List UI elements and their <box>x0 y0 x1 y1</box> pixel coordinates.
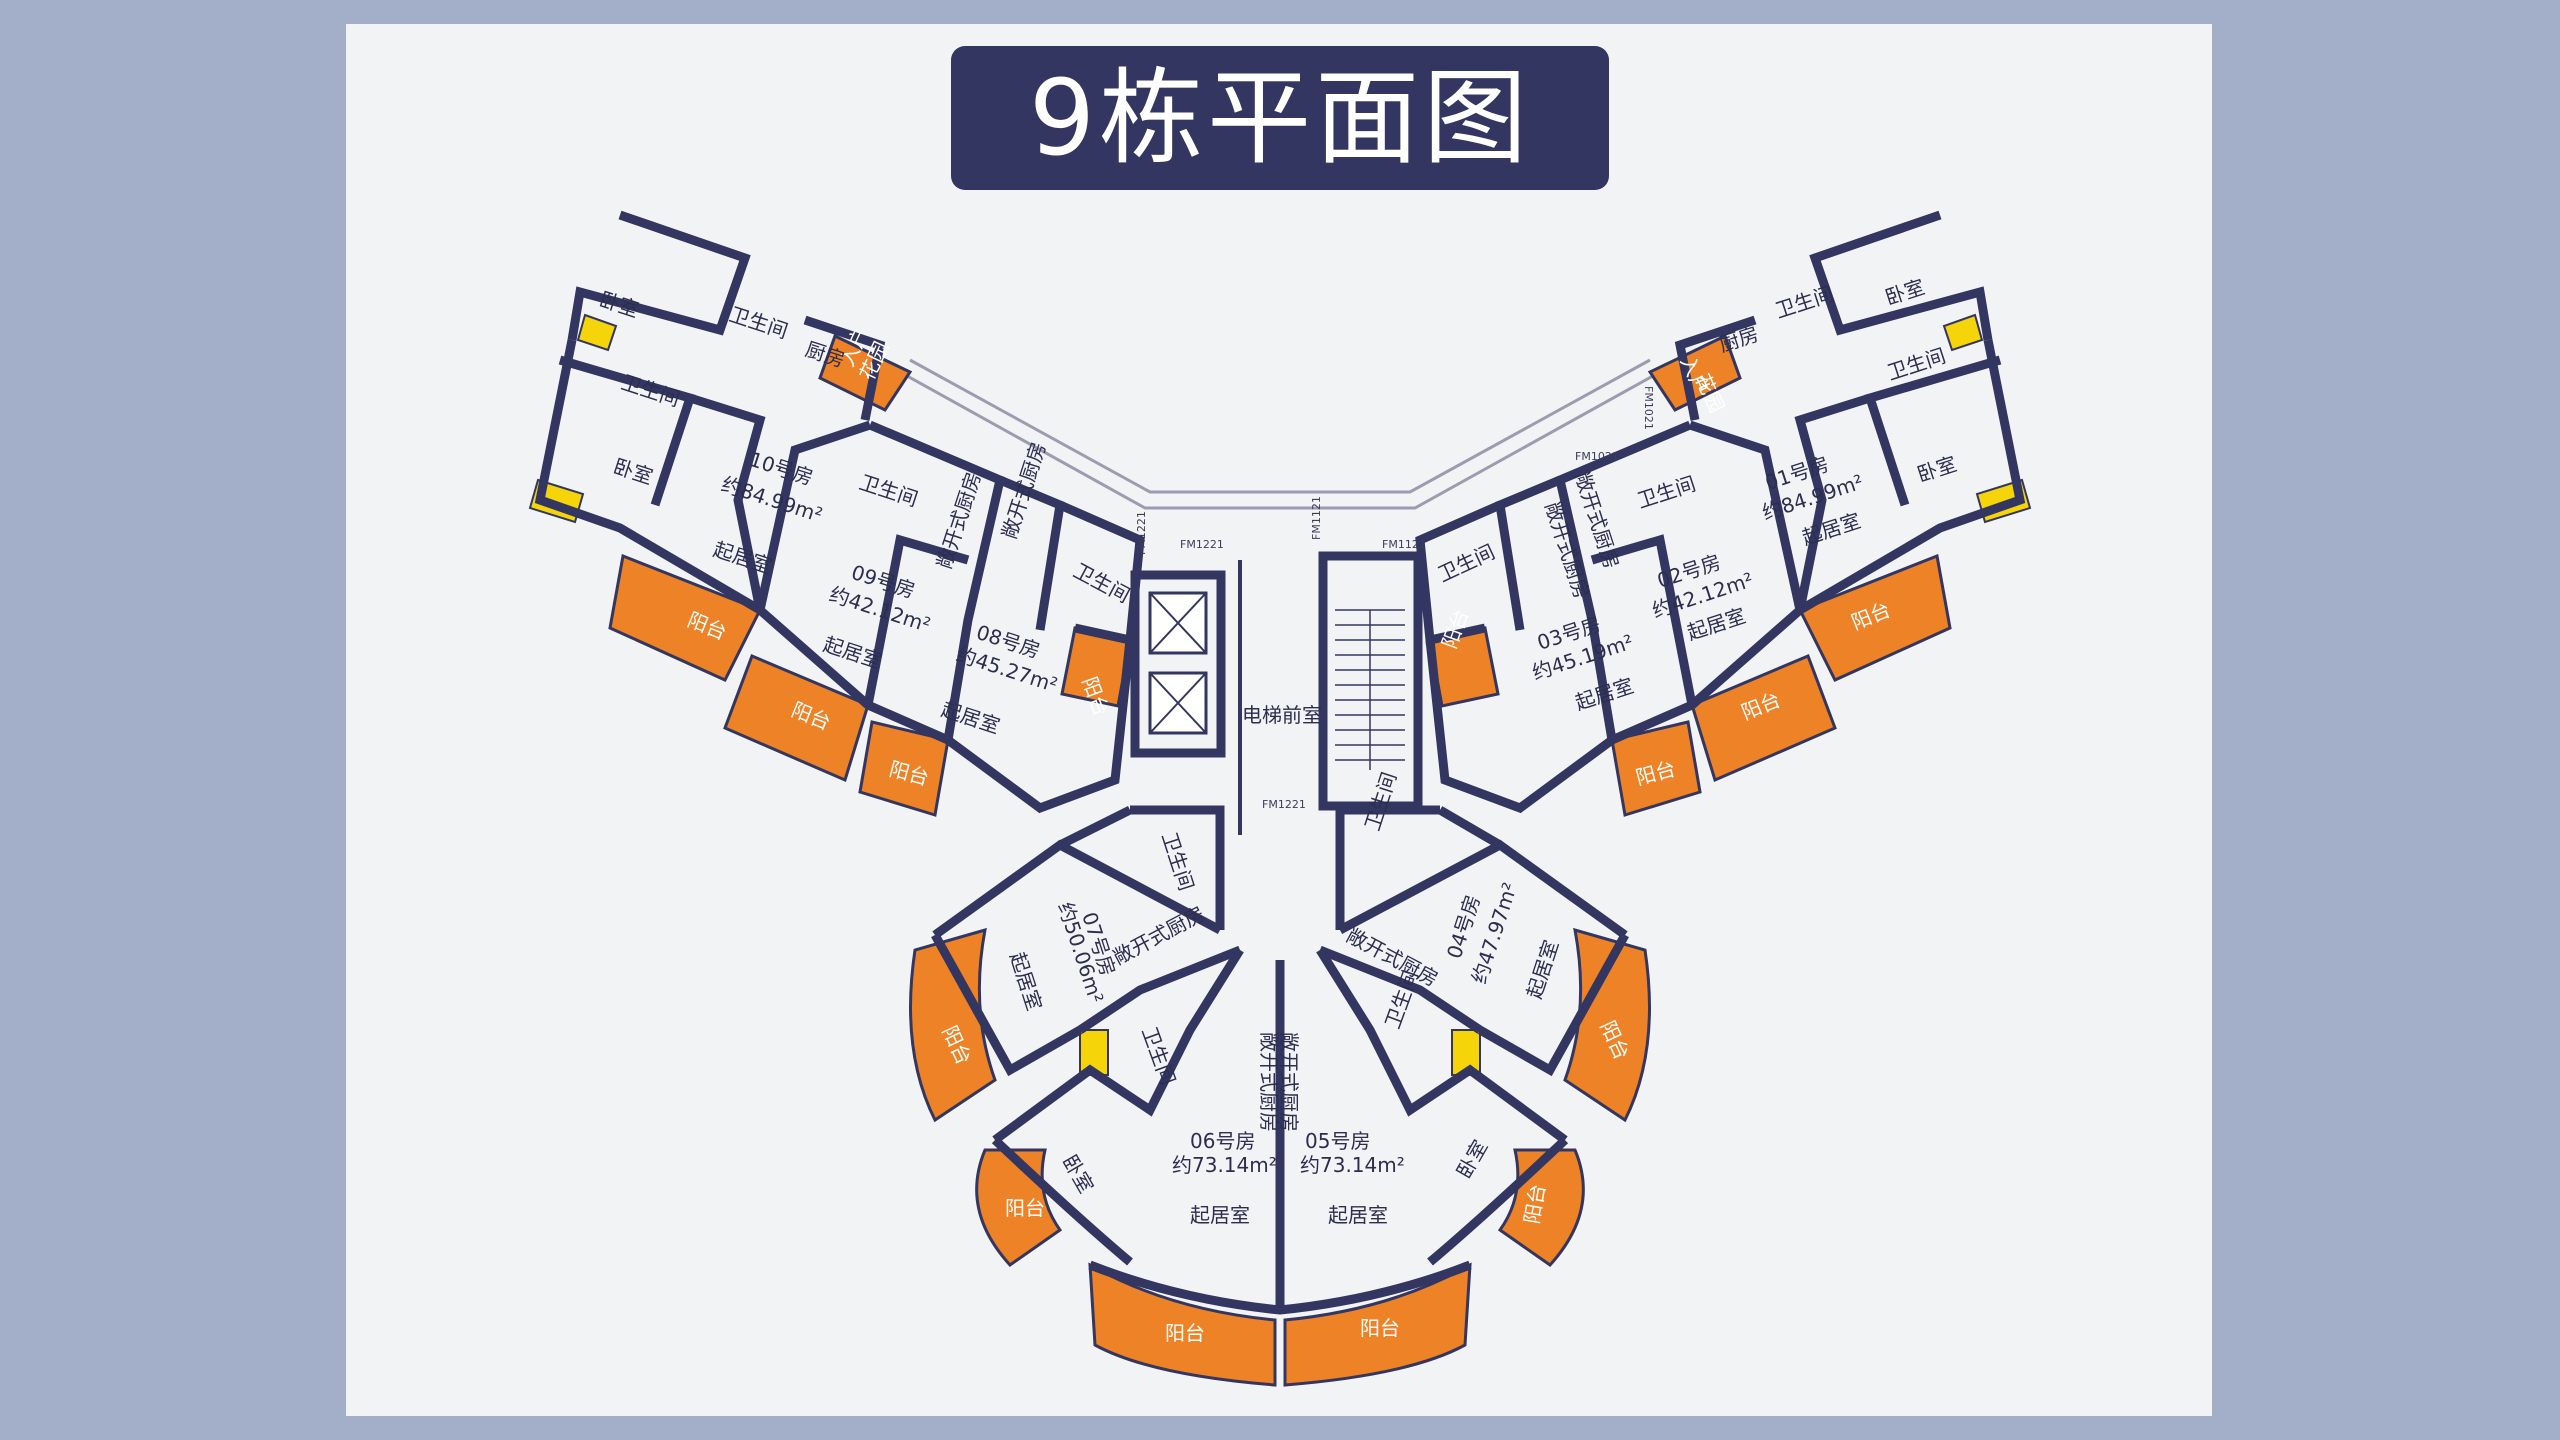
balcony-04 <box>1563 927 1651 1123</box>
door-code-5: FM1221 <box>1262 798 1306 811</box>
label-balcony-06-side: 阳台 <box>1005 1196 1045 1220</box>
corridor-outline <box>899 358 1661 510</box>
balcony-03 <box>1610 720 1702 817</box>
door-code-2: FM1221 <box>1180 538 1224 551</box>
label-living-04: 起居室 <box>1522 937 1563 1001</box>
label-bath-04: 卫生间 <box>1360 769 1401 833</box>
label-bath-01a: 卫生间 <box>1772 281 1836 322</box>
label-living-01: 起居室 <box>1799 508 1863 549</box>
unit-05-name: 05号房 <box>1305 1129 1370 1153</box>
unit-06-area: 约73.14m² <box>1172 1153 1277 1177</box>
wing-upper-right <box>1415 210 2032 817</box>
label-bath-09: 卫生间 <box>856 470 920 511</box>
door-code-7: FM1021 <box>1642 386 1655 430</box>
label-bath-10b: 卫生间 <box>618 370 682 411</box>
label-living-06: 起居室 <box>1190 1203 1250 1227</box>
label-elevator-lobby: 电梯前室 <box>1242 703 1322 727</box>
label-bath-07: 卫生间 <box>1157 829 1198 893</box>
page-title: 9栋平面图 <box>1028 57 1532 179</box>
balcony-05 <box>1283 1262 1472 1387</box>
label-bedroom-10a: 卧室 <box>596 287 641 322</box>
label-bedroom-06: 卧室 <box>1058 1151 1099 1198</box>
door-code-1: FM1221 <box>1135 511 1148 555</box>
door-code-labels: FM1221 FM1221 FM1121 FM1121 FM1221 FM102… <box>1135 386 1655 811</box>
label-openkitchen-08: 敞开式厨房 <box>997 439 1051 542</box>
label-living-07: 起居室 <box>1005 949 1046 1013</box>
unit-05-area: 约73.14m² <box>1300 1153 1405 1177</box>
title-banner: 9栋平面图 <box>951 46 1609 190</box>
unit-06-name: 06号房 <box>1190 1129 1255 1153</box>
balcony-08 <box>858 720 950 817</box>
label-bedroom-05: 卧室 <box>1452 1136 1493 1183</box>
balcony-02 <box>1690 654 1837 783</box>
balcony-01 <box>1797 553 1952 682</box>
label-bath-08: 卫生间 <box>1070 558 1134 607</box>
label-bedroom-10b: 卧室 <box>610 454 655 489</box>
label-openkitchen-09: 敞开式厨房 <box>932 469 986 572</box>
label-bath-03: 卫生间 <box>1434 539 1499 586</box>
unit-04-area: 约47.97m² <box>1467 879 1522 986</box>
label-balcony-06: 阳台 <box>1165 1321 1205 1345</box>
label-openkitchen-05: 敞开式厨房 <box>1277 1032 1301 1132</box>
door-code-4: FM1121 <box>1382 538 1426 551</box>
door-code-3: FM1121 <box>1310 496 1323 540</box>
label-bedroom-01b: 卧室 <box>1914 452 1959 487</box>
wing-lower <box>909 805 1651 1387</box>
balcony-09 <box>723 654 870 783</box>
balcony-07 <box>909 927 997 1123</box>
label-bath-10a: 卫生间 <box>726 302 790 343</box>
label-living-05: 起居室 <box>1328 1203 1388 1227</box>
label-bath-02: 卫生间 <box>1634 471 1698 512</box>
wing-upper-left <box>528 210 1145 817</box>
label-openkitchen-07: 敞开式厨房 <box>1109 901 1209 969</box>
balcony-10 <box>608 553 763 682</box>
door-code-6: FM1021 <box>1575 450 1619 463</box>
label-openkitchen-06: 敞开式厨房 <box>1257 1032 1281 1132</box>
label-balcony-05: 阳台 <box>1360 1316 1400 1340</box>
entry-garden-right <box>1647 333 1742 412</box>
entry-garden-left <box>818 333 913 412</box>
balcony-06 <box>1088 1262 1277 1387</box>
